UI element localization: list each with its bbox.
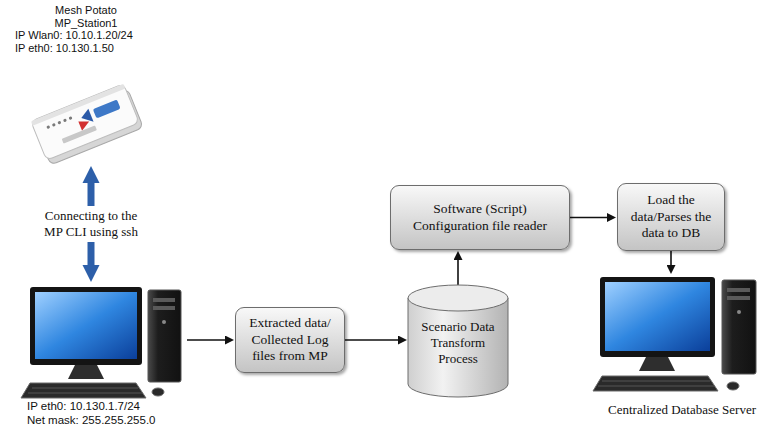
node-label: Software (Script) Configuration file rea… (397, 201, 563, 234)
node-label: Scenario Data Transform Process (411, 319, 505, 367)
cylinder-top (408, 285, 508, 311)
process-box: Load the data/Parses the data to DB (617, 183, 725, 251)
computer-node: IP eth0: 10.130.1.7/24Net mask: 255.255.… (25, 282, 187, 427)
cylinder-body (408, 298, 508, 397)
node-label: Extracted data/ Collected Log files from… (242, 315, 338, 364)
device-label: Mesh Potato (15, 4, 157, 17)
flow-arrow (187, 339, 225, 341)
device-label: IP eth0: 10.130.1.7/24 (27, 400, 156, 414)
device-label: Centralized Database Server (597, 402, 767, 418)
process-box: Software (Script) Configuration file rea… (390, 185, 570, 250)
flow-arrow (570, 217, 607, 219)
device-node: Mesh PotatoMP_Station1IP Wlan0: 10.10.1.… (15, 4, 157, 166)
flow-arrow (457, 260, 459, 285)
device-label: Net mask: 255.255.255.0 (27, 414, 156, 428)
label-group: IP eth0: 10.130.1.7/24Net mask: 255.255.… (27, 400, 156, 428)
process-box: Extracted data/ Collected Log files from… (235, 307, 345, 373)
computer-node: Centralized Database Server (597, 275, 767, 425)
flow-arrow (345, 339, 398, 341)
client-computer (21, 287, 181, 398)
flow-arrow (670, 251, 672, 265)
device-label: MP_Station1 (15, 17, 157, 30)
label-group: Centralized Database Server (597, 402, 767, 418)
database-cylinder: Scenario Data Transform Process (408, 285, 508, 397)
device-label: IP eth0: 10.130.1.50 (15, 42, 157, 55)
edge-label: Connecting to the MP CLI using ssh (41, 206, 141, 242)
node-label: Load the data/Parses the data to DB (624, 192, 718, 241)
device-label: IP Wlan0: 10.10.1.20/24 (15, 29, 157, 42)
mesh-potato-device (31, 83, 144, 166)
database-server-computer (593, 277, 756, 391)
